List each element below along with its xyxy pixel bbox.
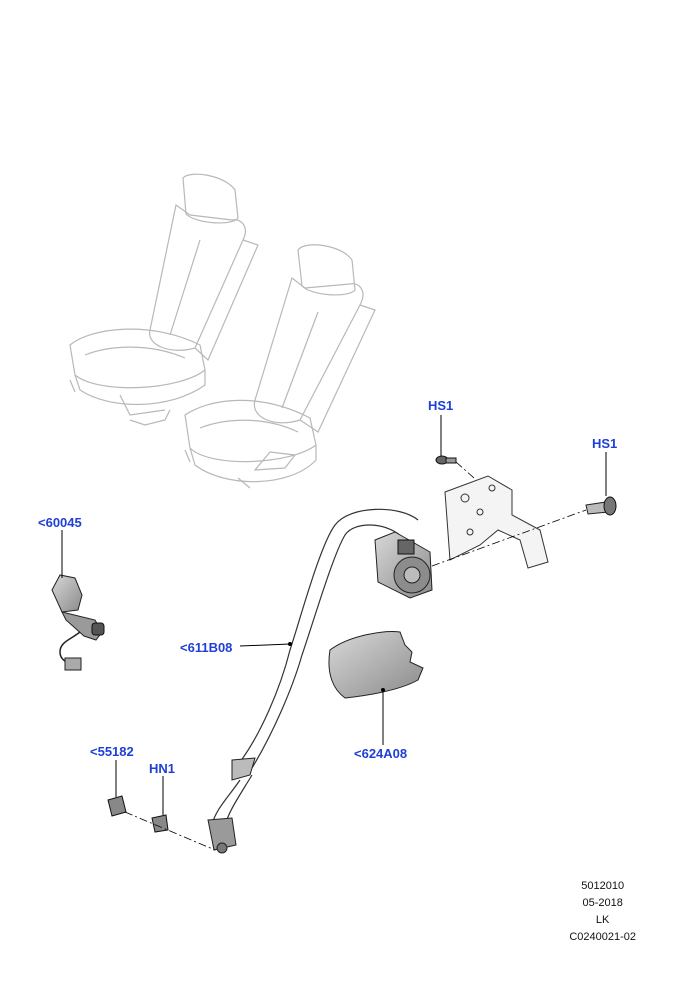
- buckle-part[interactable]: [51, 574, 105, 671]
- leader-lines: [61, 415, 607, 815]
- reference-illustration-id: C0240021-02: [569, 931, 636, 943]
- reference-date: 05-2018: [582, 897, 623, 909]
- nut-55182[interactable]: [107, 795, 127, 817]
- alignment-lines: [124, 461, 587, 851]
- nut-hn1[interactable]: [151, 814, 169, 833]
- reference-model: LK: [595, 914, 610, 926]
- mounting-bracket[interactable]: [444, 475, 549, 569]
- seat-illustration-left: [69, 173, 259, 426]
- diagram-reference: 5012010 05-2018 LK C0240021-02: [569, 878, 636, 946]
- callout-hn1[interactable]: HN1: [149, 761, 176, 776]
- callout-belt[interactable]: <611B08: [180, 640, 233, 655]
- callout-nut[interactable]: <55182: [90, 744, 134, 759]
- seat-belt-webbing[interactable]: [207, 508, 419, 854]
- bolt-hs1-right[interactable]: [585, 496, 617, 516]
- callout-hs1-right[interactable]: HS1: [592, 436, 618, 451]
- leader-dots: [288, 642, 385, 692]
- callout-hs1-top[interactable]: HS1: [428, 398, 454, 413]
- bolt-hs1-top[interactable]: [435, 455, 457, 465]
- callout-cover[interactable]: <624A08: [354, 746, 408, 761]
- callout-buckle[interactable]: <60045: [38, 515, 82, 530]
- reference-code: 5012010: [581, 880, 625, 892]
- cover-part[interactable]: [328, 631, 424, 699]
- retractor-part[interactable]: [374, 531, 433, 599]
- seat-illustration-right: [184, 244, 376, 489]
